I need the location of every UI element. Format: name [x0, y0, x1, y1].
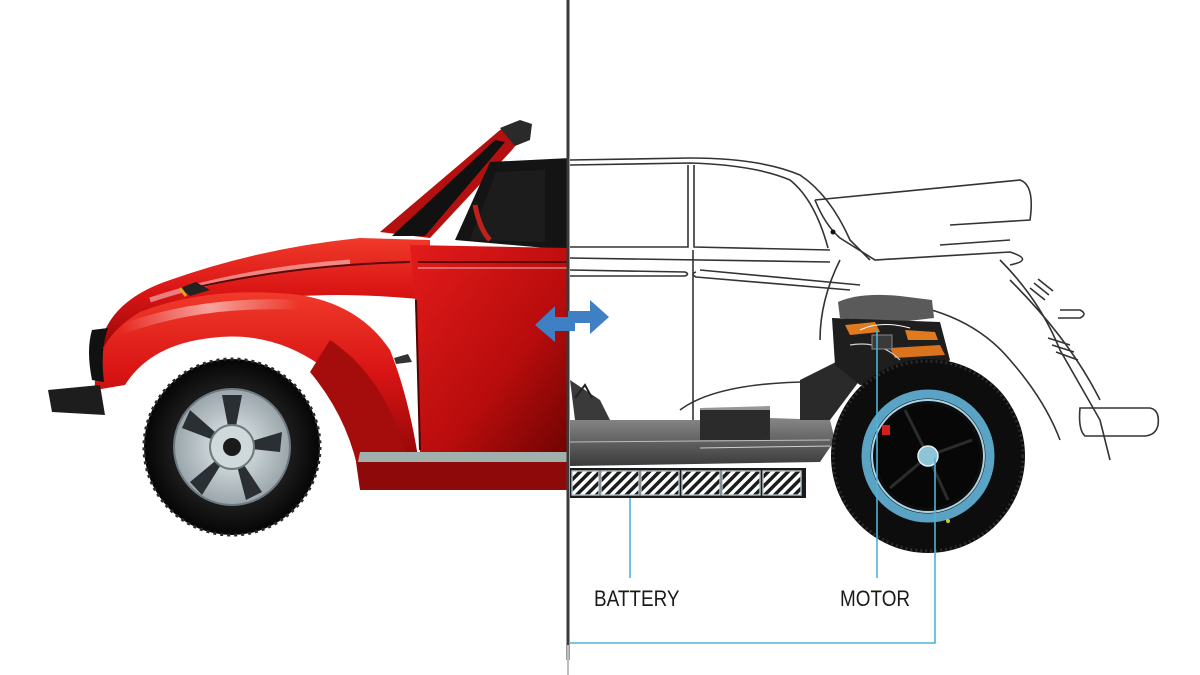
battery-pack: [570, 468, 806, 498]
wheel-callout-line: [570, 458, 936, 644]
battery-label: BATTERY: [594, 586, 680, 611]
outline-car-drawing: [569, 157, 1160, 461]
rear-wheel: [831, 359, 1025, 553]
double-arrow-left-right-icon: [535, 300, 609, 342]
motor-label: MOTOR: [840, 586, 911, 611]
red-car-photo: [48, 120, 568, 537]
ev-chassis: [569, 360, 860, 466]
callout-lines: [570, 330, 936, 644]
